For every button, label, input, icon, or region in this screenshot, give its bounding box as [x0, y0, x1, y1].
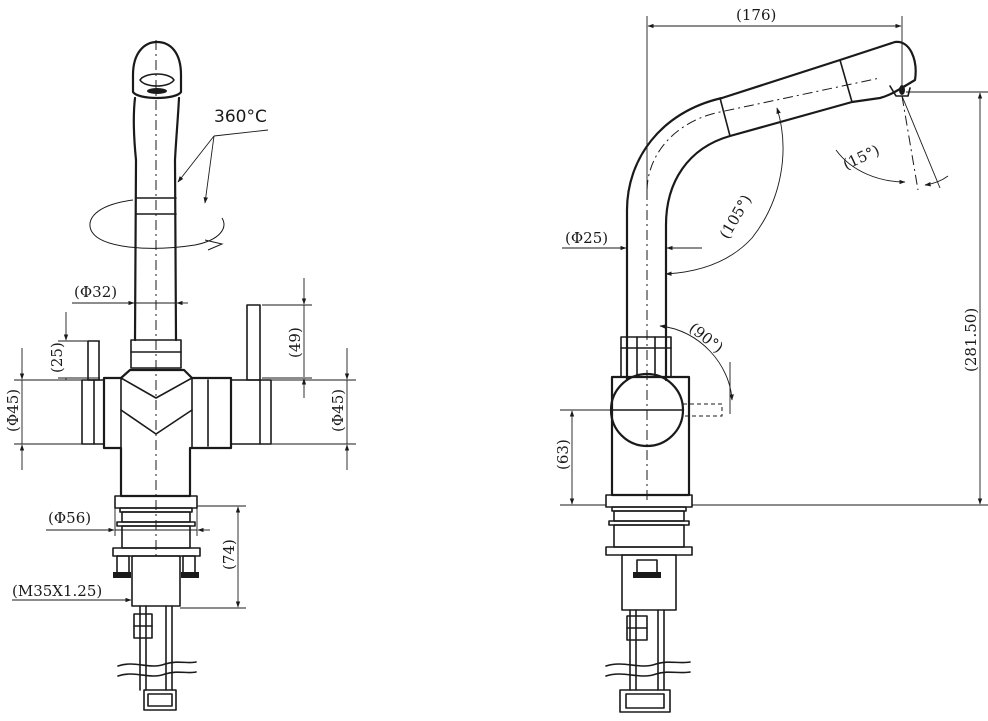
shank-height-label: (74): [220, 539, 238, 570]
total-height-label: (281.50): [962, 308, 980, 372]
base-diameter-label: (Φ56): [48, 509, 91, 527]
base-height-label: (63): [554, 439, 572, 470]
thread-label: (M35X1.25): [12, 582, 102, 600]
lever-angle-label: (90°): [686, 319, 727, 357]
body-diameter-right-label: (Φ45): [329, 389, 347, 432]
lever-height-label: (25): [48, 342, 66, 373]
handle-height-label: (49): [286, 327, 304, 358]
spout-bend-angle-label: (105°): [716, 192, 756, 242]
spout-tip-angle-label: (15°): [840, 141, 882, 173]
rotation-label: 360°C: [214, 107, 267, 127]
tube-diameter-label: (Φ25): [565, 229, 608, 247]
front-view: 360°C: [4, 40, 356, 711]
reach-label: (176): [736, 6, 776, 24]
spout-diameter-label: (Φ32): [74, 283, 117, 301]
side-view: (176) (281.50) (15°) (105°) (Φ25) (90°) …: [554, 6, 988, 713]
body-diameter-left-label: (Φ45): [4, 389, 22, 432]
